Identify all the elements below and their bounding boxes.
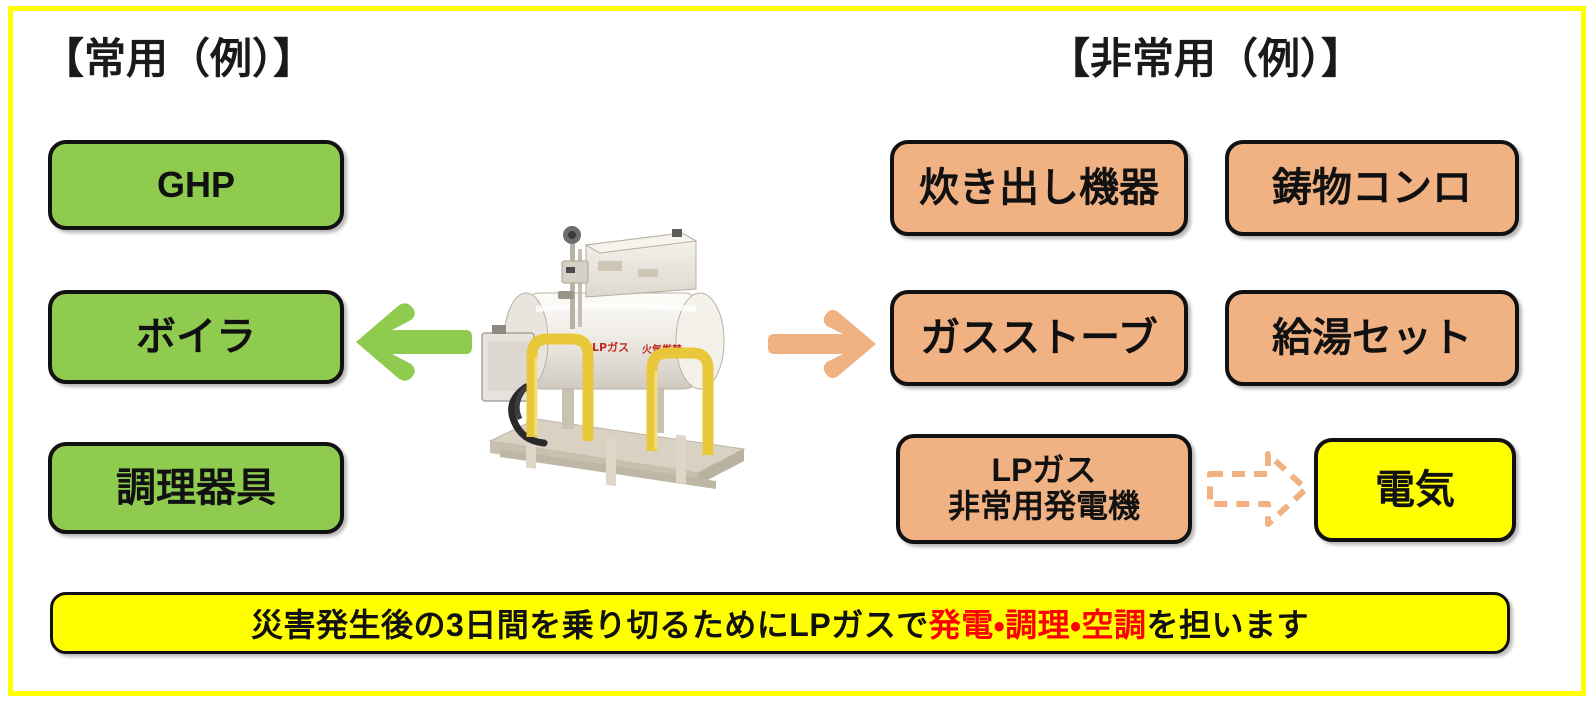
node-soup-kitchen-label: 炊き出し機器 xyxy=(919,165,1159,210)
node-cast-iron-stove-label: 鋳物コンロ xyxy=(1272,165,1472,210)
node-ghp-label: GHP xyxy=(156,163,235,205)
node-soup-kitchen-equipment[interactable]: 炊き出し機器 xyxy=(890,140,1188,236)
lp-gas-bulk-tank-photo: LPガス 火気厳禁 xyxy=(481,226,746,489)
node-gas-stove[interactable]: ガスストーブ xyxy=(890,290,1188,386)
summary-banner: 災害発生後の3日間を乗り切るためにLPガスで発電・調理・空調を担います xyxy=(50,592,1510,654)
dashed-right-arrow-icon xyxy=(1207,451,1309,527)
node-cast-iron-stove[interactable]: 鋳物コンロ xyxy=(1225,140,1519,236)
node-lp-gas-emergency-generator[interactable]: LPガス 非常用発電機 xyxy=(896,434,1192,544)
node-electricity-label: 電気 xyxy=(1375,467,1455,512)
node-cookware[interactable]: 調理器具 xyxy=(48,442,344,534)
node-lp-gas-generator-label-line1: LPガス xyxy=(991,452,1097,489)
summary-text-highlight: 発電・調理・空調 xyxy=(928,607,1147,643)
orange-right-arrow-icon xyxy=(768,309,876,379)
node-hot-water-supply-set-label: 給湯セット xyxy=(1272,315,1472,360)
svg-text:LPガス: LPガス xyxy=(592,340,629,354)
summary-text-before: 災害発生後の3日間を乗り切るためにLPガスで xyxy=(251,607,929,643)
summary-banner-text: 災害発生後の3日間を乗り切るためにLPガスで発電・調理・空調を担います xyxy=(251,600,1309,646)
node-lp-gas-generator-label-line2: 非常用発電機 xyxy=(947,488,1140,524)
node-gas-stove-label: ガスストーブ xyxy=(920,315,1158,360)
heading-emergency-use: 【非常用（例）】 xyxy=(1048,35,1364,82)
node-boiler[interactable]: ボイラ xyxy=(48,290,344,384)
node-hot-water-supply-set[interactable]: 給湯セット xyxy=(1225,290,1519,386)
node-cookware-label: 調理器具 xyxy=(116,465,276,510)
summary-text-after: を担います xyxy=(1146,607,1309,643)
node-ghp[interactable]: GHP xyxy=(48,140,344,230)
node-electricity[interactable]: 電気 xyxy=(1314,438,1516,542)
green-left-arrow-icon xyxy=(356,303,472,381)
heading-normal-use: 【常用（例）】 xyxy=(42,35,316,82)
node-boiler-label: ボイラ xyxy=(136,314,256,359)
